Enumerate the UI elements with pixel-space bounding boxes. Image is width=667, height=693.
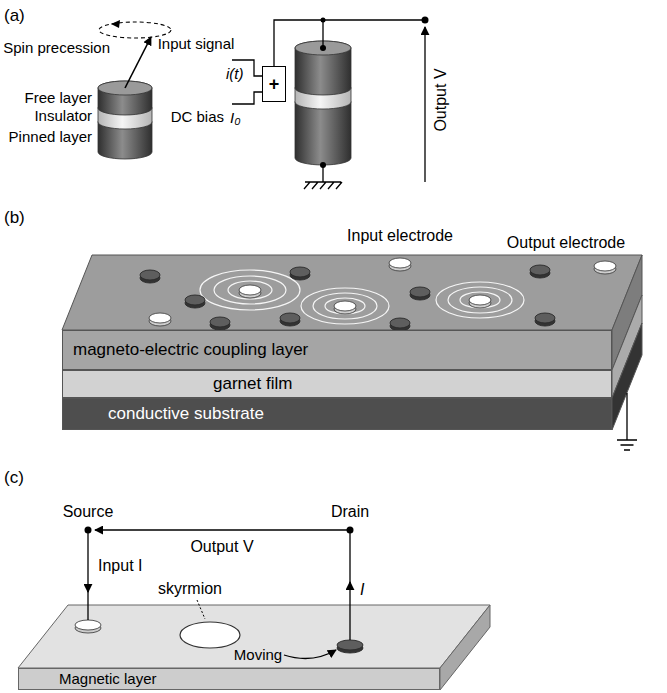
terminal-dot xyxy=(347,527,354,534)
ripple xyxy=(436,282,524,318)
output-label: Output V xyxy=(432,68,450,131)
bias-wire xyxy=(232,92,262,104)
terminal-dot xyxy=(85,527,92,534)
device-wire xyxy=(322,20,323,48)
signal-label: DC bias xyxy=(171,108,224,125)
ripple xyxy=(460,292,500,308)
motion-arrow xyxy=(284,650,336,659)
output-electrode xyxy=(290,267,310,277)
ground-symbol xyxy=(617,393,637,450)
spin-wave-ripples xyxy=(200,270,524,324)
signal-name: I xyxy=(360,581,364,599)
output-electrode xyxy=(410,287,430,297)
output-electrodes xyxy=(140,265,555,331)
skyrmion-bubble xyxy=(180,622,240,648)
node-text: Magnetic layer xyxy=(59,670,157,687)
part-label: Input electrode xyxy=(347,227,453,245)
output-label: Output V xyxy=(190,538,253,556)
terminal-dot xyxy=(320,162,326,168)
input-electrode xyxy=(594,261,616,271)
output-electrode xyxy=(535,313,555,323)
leader-line xyxy=(197,600,205,619)
signal-name: i(t) xyxy=(226,65,244,82)
input-electrode xyxy=(149,313,171,323)
signal-label: Input signal xyxy=(158,35,235,52)
output-arrow xyxy=(95,529,350,530)
node-text: magneto-electric coupling layer xyxy=(73,340,308,360)
drain-wire xyxy=(349,530,350,584)
free-layer xyxy=(98,81,152,115)
layer-label: Free layer xyxy=(24,89,92,106)
top-surface xyxy=(62,255,642,330)
drain-electrode xyxy=(337,640,363,650)
terminal-label: Source xyxy=(63,503,114,521)
layer-band: conductive substrate xyxy=(62,398,612,430)
output-electrode xyxy=(280,313,300,323)
junction-dot xyxy=(321,18,326,23)
source-wire xyxy=(87,590,88,620)
part-label: Output electrode xyxy=(507,234,625,252)
ripple xyxy=(448,287,512,313)
layer-side xyxy=(440,605,490,690)
output-electrode xyxy=(210,317,230,327)
input-electrode xyxy=(389,258,411,268)
node-text: conductive substrate xyxy=(108,404,264,424)
signal-name: I₀ xyxy=(230,109,241,126)
input-electrode xyxy=(334,301,356,311)
input-electrodes xyxy=(149,258,616,326)
node-text: garnet film xyxy=(213,374,292,394)
precession-arrowhead xyxy=(111,20,120,28)
top-surface xyxy=(18,605,490,668)
ground-symbol xyxy=(304,182,342,189)
ripple xyxy=(301,288,389,324)
output-electrode xyxy=(185,295,205,305)
output-electrode xyxy=(390,318,410,328)
input-electrode xyxy=(469,295,491,305)
layer-band: garnet film xyxy=(62,370,612,398)
layer-band: magneto-electric coupling layer xyxy=(62,330,612,370)
magnetization-arrow xyxy=(125,37,151,88)
output-arrow xyxy=(424,27,425,182)
panel-label: (a) xyxy=(4,6,25,26)
summing-box: + xyxy=(262,66,286,102)
panel-label: (c) xyxy=(4,468,24,488)
ripple xyxy=(313,293,377,319)
ripple xyxy=(228,281,272,299)
source-electrode xyxy=(75,620,101,630)
node-text: + xyxy=(269,74,280,95)
signal-label: Input I xyxy=(98,557,142,575)
input-electrode xyxy=(239,285,261,295)
panel-label: (b) xyxy=(4,208,25,228)
annotation-label: Moving xyxy=(234,646,282,663)
free-layer xyxy=(295,41,351,95)
annotation-label: Spin precession xyxy=(3,39,110,56)
ripple xyxy=(214,276,286,304)
terminal-dot xyxy=(320,45,326,51)
terminal-dot xyxy=(422,17,429,24)
layer-label: Insulator xyxy=(34,107,92,124)
current-arrow xyxy=(87,530,88,592)
layer-label: Pinned layer xyxy=(9,128,92,145)
output-electrode xyxy=(530,265,550,275)
ripple xyxy=(325,298,365,314)
current-arrow xyxy=(349,582,350,640)
terminal-label: Drain xyxy=(331,503,369,521)
output-electrode xyxy=(140,270,160,280)
ripple xyxy=(200,270,300,310)
part-label: skyrmion xyxy=(158,580,222,598)
layer-band: Magnetic layer xyxy=(18,668,440,690)
